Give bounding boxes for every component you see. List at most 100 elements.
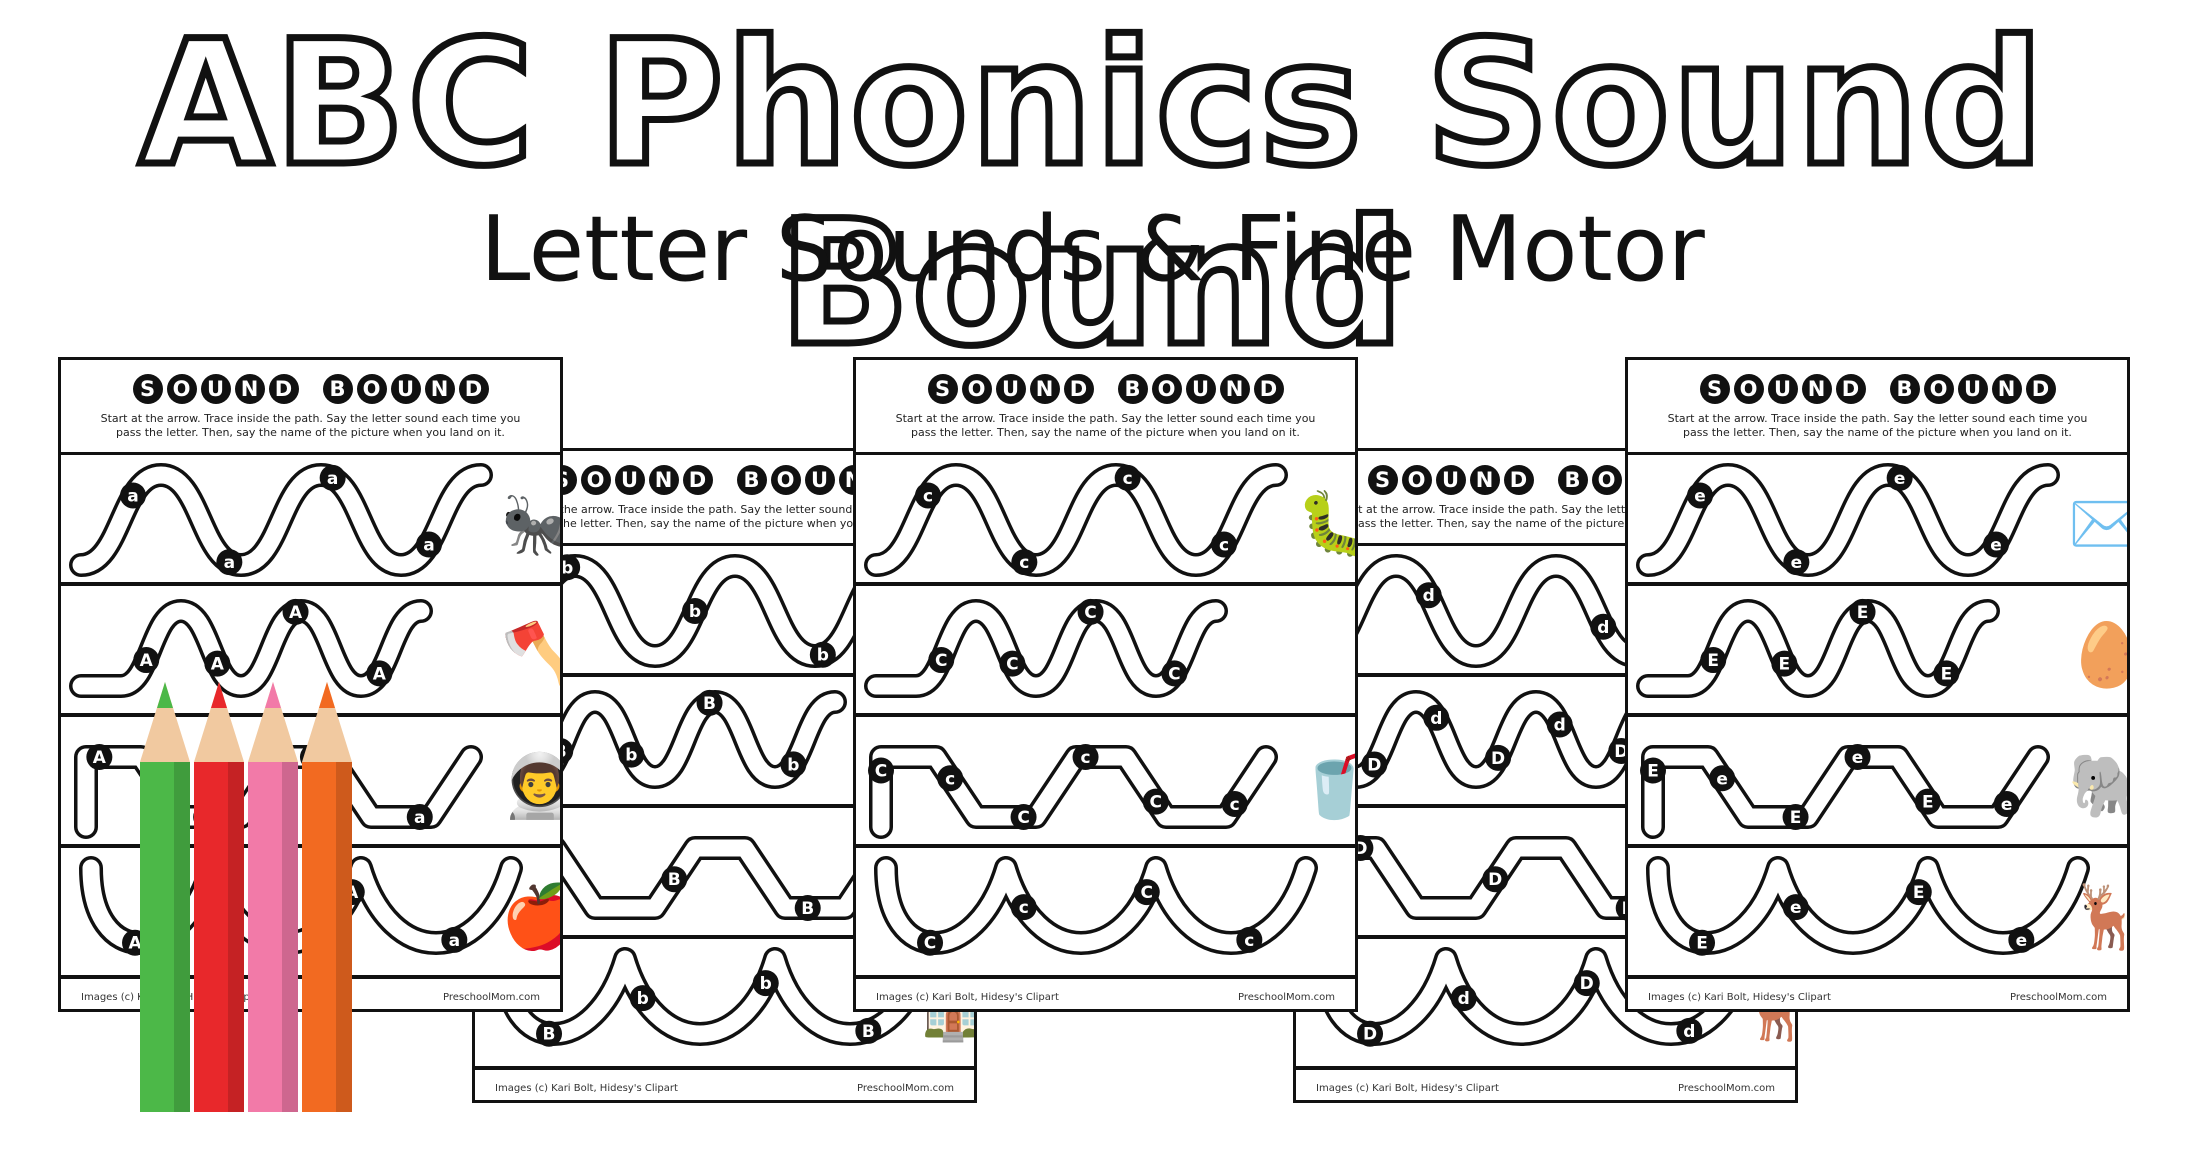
deer-picture: 🦌 xyxy=(2068,880,2130,953)
letter-marker-label: c xyxy=(1219,536,1229,556)
heading-letter: B xyxy=(1117,374,1148,404)
letter-marker xyxy=(1689,929,1716,956)
letter-marker xyxy=(1982,531,2009,558)
heading-letter xyxy=(1870,374,1886,404)
letter-marker xyxy=(1450,985,1477,1012)
sheet-footer: Images (c) Kari Bolt, Hidesy's Clipart Pr… xyxy=(856,987,1355,1009)
heading-letter: O xyxy=(1733,374,1764,404)
letter-marker-label: E xyxy=(1696,934,1708,954)
colored-pencil xyxy=(302,682,352,1112)
letter-marker-label: D xyxy=(1367,755,1381,775)
letter-marker-label: b xyxy=(625,746,637,766)
heading-letter: B xyxy=(1557,465,1588,495)
colored-pencil xyxy=(140,682,190,1112)
letter-marker-label: d xyxy=(1458,989,1470,1009)
letter-marker xyxy=(536,1020,563,1047)
letter-marker-label: A xyxy=(140,651,154,671)
heading-letter: B xyxy=(1889,374,1920,404)
site-name: PreschoolMom.com xyxy=(2010,992,2107,1003)
letter-marker xyxy=(1415,582,1442,609)
letter-marker xyxy=(1423,704,1450,731)
letter-marker xyxy=(1011,549,1038,576)
letter-marker xyxy=(120,482,147,509)
banner-title: ABC Phonics Sound Bound xyxy=(136,3,2048,384)
letter-marker xyxy=(794,895,821,921)
letter-marker-label: b xyxy=(561,558,573,578)
letter-marker-label: D xyxy=(1580,974,1594,994)
letter-marker xyxy=(780,751,807,778)
letter-marker xyxy=(406,804,433,830)
letter-marker-label: A xyxy=(289,603,303,623)
heading-letter: D xyxy=(1253,374,1284,404)
ant-picture: 🐜 xyxy=(501,487,563,560)
letter-marker-label: E xyxy=(1922,793,1934,813)
colored-pencil xyxy=(194,682,244,1112)
letter-marker xyxy=(441,926,468,953)
letter-marker xyxy=(1161,660,1188,687)
site-name: PreschoolMom.com xyxy=(1238,992,1335,1003)
letter-marker xyxy=(1573,970,1600,997)
instructions-text: Start at the arrow. Trace inside the pat… xyxy=(895,412,1316,439)
letter-marker-label: e xyxy=(1894,469,1906,489)
letter-marker-label: A xyxy=(373,664,387,684)
heading-letter: N xyxy=(424,374,455,404)
letter-marker-label: E xyxy=(1707,651,1719,671)
letter-marker-label: B xyxy=(801,899,814,919)
letter-marker xyxy=(917,929,944,956)
letter-marker xyxy=(1640,757,1666,784)
letter-marker xyxy=(915,482,942,509)
letter-marker xyxy=(319,464,346,491)
heading-letter: D xyxy=(1503,465,1534,495)
letter-marker-label: a xyxy=(423,536,434,556)
letter-marker-label: a xyxy=(414,808,425,828)
letter-marker-label: e xyxy=(1791,553,1803,573)
letter-marker-label: c xyxy=(1244,931,1254,951)
letter-marker-label: c xyxy=(1081,748,1091,768)
letter-marker xyxy=(1210,531,1237,558)
letter-marker-label: D xyxy=(1491,749,1505,769)
heading-letter: S xyxy=(927,374,958,404)
heading-letter: U xyxy=(1185,374,1216,404)
heading-letter: D xyxy=(1835,374,1866,404)
letter-marker xyxy=(1236,926,1263,953)
letter-marker-label: E xyxy=(1647,762,1659,782)
letter-marker-label: e xyxy=(1694,486,1706,506)
letter-marker xyxy=(1133,879,1160,906)
letter-marker xyxy=(1546,711,1573,738)
letter-marker xyxy=(1485,744,1512,771)
heading-letter: U xyxy=(1767,374,1798,404)
letter-marker-label: e xyxy=(1852,748,1864,768)
heading-letter: U xyxy=(804,465,835,495)
letter-marker-label: a xyxy=(449,931,460,951)
image-credit: Images (c) Kari Bolt, Hidesy's Clipart xyxy=(876,992,1059,1003)
letter-marker-label: c xyxy=(1019,898,1029,918)
letter-marker xyxy=(204,650,231,677)
heading-letter: U xyxy=(390,374,421,404)
heading-letter: S xyxy=(1367,465,1398,495)
elephant-picture: 🐘 xyxy=(2068,749,2130,822)
heading-letter: N xyxy=(234,374,265,404)
letter-marker-label: c xyxy=(945,769,955,789)
letter-marker xyxy=(1849,598,1876,625)
letter-marker-label: b xyxy=(689,602,701,622)
heading-letter: O xyxy=(770,465,801,495)
letter-marker xyxy=(86,744,113,770)
axe-picture: 🪓 xyxy=(501,618,563,692)
